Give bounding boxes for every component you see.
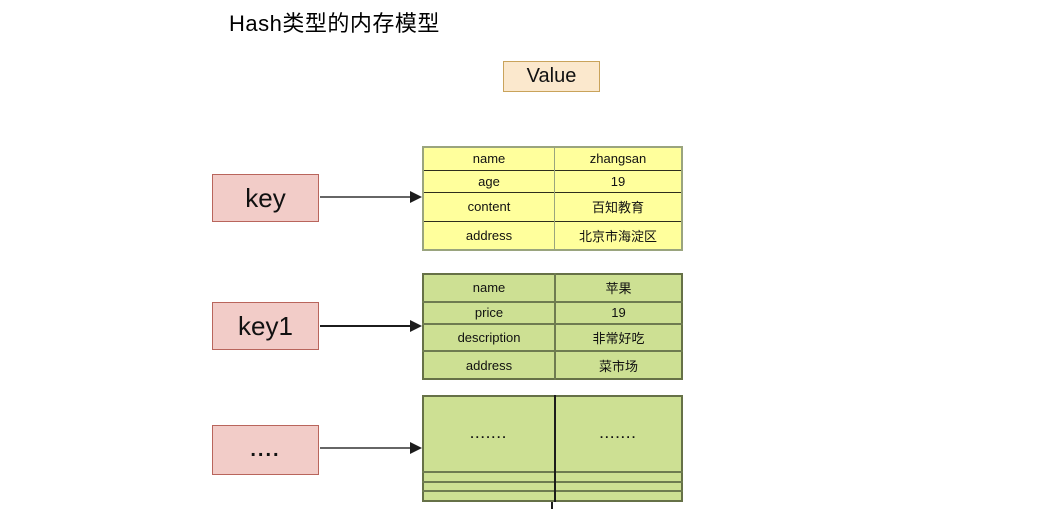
table-cell: ....... (423, 396, 555, 473)
key-label: key (245, 182, 286, 213)
key1-box: key1 (212, 302, 319, 350)
table-cell (554, 480, 682, 492)
table-cell: 苹果 (554, 274, 682, 302)
table-cell: 19 (554, 300, 682, 324)
key1-label: key1 (238, 310, 293, 341)
table-row (423, 471, 682, 482)
table-cell: address (423, 350, 555, 379)
table-cell: 百知教育 (554, 192, 682, 222)
key-ellipsis-box: .... (212, 425, 319, 475)
table-cell: name (423, 274, 555, 302)
table-cell (423, 490, 555, 501)
value-label-box: Value (503, 61, 600, 92)
table-row (423, 490, 682, 501)
table-cell: 非常好吃 (554, 322, 682, 352)
page-title: Hash类型的内存模型 (229, 11, 440, 36)
table-row (423, 480, 682, 492)
table-cell: description (423, 322, 555, 352)
arrowhead-icon (410, 320, 422, 332)
table-cell: ....... (554, 396, 682, 473)
hash-table-ellipsis: .............. (422, 395, 683, 502)
table-cell: name (423, 147, 555, 171)
value-label: Value (526, 65, 577, 87)
table-cell (554, 490, 682, 501)
table-cell (423, 480, 555, 492)
table-cell: zhangsan (554, 147, 682, 171)
hash-table-body: .............. (423, 396, 682, 501)
arrow-connector (320, 196, 411, 198)
arrow-connector (320, 447, 411, 449)
table-cell: 菜市场 (554, 350, 682, 379)
table-cell (554, 471, 682, 482)
table-cell: 北京市海淀区 (554, 220, 682, 250)
table-cell: price (423, 300, 555, 324)
arrowhead-icon (410, 442, 422, 454)
table-cell: address (423, 220, 555, 250)
table-row: .............. (423, 396, 682, 473)
table-cell: age (423, 169, 555, 193)
table-cell: 19 (554, 169, 682, 193)
table-divider-tail (551, 502, 553, 509)
key-box: key (212, 174, 319, 222)
key-ellipsis-label: .... (250, 438, 281, 461)
arrowhead-icon (410, 191, 422, 203)
arrow-connector (320, 325, 411, 327)
table-cell (423, 471, 555, 482)
table-cell: content (423, 192, 555, 222)
